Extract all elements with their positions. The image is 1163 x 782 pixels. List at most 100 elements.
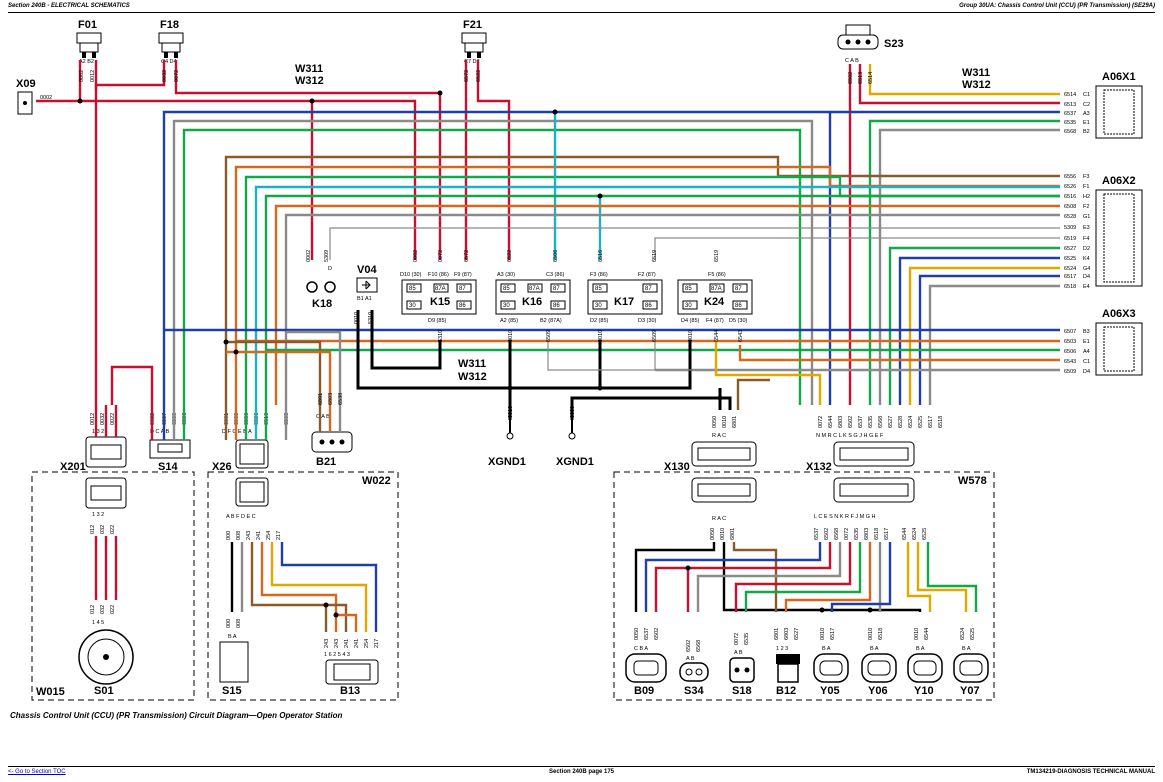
svg-text:87A: 87A (435, 286, 446, 292)
xgnd1-b-label: XGND1 (556, 456, 594, 468)
svg-text:6537: 6537 (644, 628, 650, 640)
svg-text:F3: F3 (1083, 174, 1089, 180)
svg-text:022: 022 (110, 525, 116, 534)
svg-text:0010: 0010 (914, 628, 920, 640)
svg-text:6525: 6525 (918, 416, 924, 428)
svg-text:C3 (86): C3 (86) (546, 272, 565, 278)
svg-text:6803: 6803 (838, 416, 844, 428)
x132-label: X132 (806, 461, 832, 473)
f18-label: F18 (160, 19, 179, 31)
svg-text:6502: 6502 (686, 640, 692, 652)
k18-label: K18 (312, 298, 332, 310)
svg-text:6803: 6803 (328, 393, 334, 405)
svg-text:0010: 0010 (354, 312, 360, 324)
svg-text:1 2 3: 1 2 3 (776, 646, 788, 652)
svg-text:D2: D2 (1083, 246, 1090, 252)
svg-text:0010: 0010 (508, 330, 514, 342)
svg-text:A4: A4 (1083, 349, 1090, 355)
page-header-right: Group 30UA: Chassis Control Unit (CCU) (… (959, 3, 1155, 9)
svg-text:85: 85 (409, 286, 416, 292)
fuse-f01: F01 A2 B2 (76, 19, 102, 65)
svg-text:0072: 0072 (174, 70, 180, 82)
svg-text:B2 (87A): B2 (87A) (540, 318, 562, 324)
svg-text:6517: 6517 (884, 528, 890, 540)
svg-text:30: 30 (685, 303, 692, 309)
svg-text:6509: 6509 (546, 330, 552, 342)
svg-text:6516: 6516 (1064, 194, 1076, 200)
svg-text:86: 86 (735, 303, 742, 309)
go-to-toc-link[interactable]: <- Go to Section TOC (8, 769, 66, 775)
svg-text:Y07: Y07 (960, 685, 980, 697)
fuse-f18: F18 C4 D4 (158, 19, 184, 65)
svg-text:6803: 6803 (864, 528, 870, 540)
svg-text:6506: 6506 (1064, 349, 1076, 355)
w578-contents: R A C L C E S N K R F J M G H 0050 0010 … (625, 477, 989, 697)
svg-text:0002: 0002 (79, 70, 85, 82)
s23-label: S23 (884, 38, 904, 50)
svg-text:1 3 2: 1 3 2 (92, 512, 104, 518)
xgnd1-a-label: XGND1 (488, 456, 526, 468)
svg-text:6519: 6519 (714, 250, 720, 262)
svg-text:87: 87 (645, 286, 652, 292)
svg-text:000: 000 (226, 531, 232, 540)
svg-text:86: 86 (459, 303, 466, 309)
svg-text:E1: E1 (1083, 339, 1090, 345)
f21-label: F21 (463, 19, 482, 31)
svg-text:D10 (30): D10 (30) (400, 272, 422, 278)
svg-text:D3 (30): D3 (30) (638, 318, 657, 324)
valve-y06: 0010 6518 B A Y06 (861, 628, 897, 697)
junction-dots (77, 90, 873, 618)
svg-text:85: 85 (503, 286, 510, 292)
valve-y05: 0010 6517 B A Y05 (813, 628, 849, 697)
top-wire-numbers: 0002 0012 0032 0072 6572 6522 6502 6513 … (79, 70, 874, 84)
sensor-b12: 6801 6803 6527 1 2 3 B12 (774, 628, 800, 697)
svg-text:N M R C L K S G J H G E F: N M R C L K S G J H G E F (816, 433, 884, 439)
svg-text:6518: 6518 (878, 628, 884, 640)
harness-box-w022 (207, 471, 399, 701)
svg-text:6513: 6513 (1064, 102, 1076, 108)
svg-text:A3: A3 (1083, 111, 1090, 117)
svg-text:1 3 2: 1 3 2 (92, 429, 104, 435)
svg-text:032: 032 (100, 525, 106, 534)
svg-text:008: 008 (236, 531, 242, 540)
svg-text:A2 (85): A2 (85) (500, 318, 518, 324)
harness-label-w312-mid: W312 (458, 371, 487, 383)
svg-text:6527: 6527 (888, 416, 894, 428)
svg-text:6503: 6503 (1064, 339, 1076, 345)
svg-text:F2 (87): F2 (87) (638, 272, 656, 278)
svg-text:243: 243 (334, 639, 340, 648)
svg-text:87: 87 (553, 286, 560, 292)
svg-text:0022: 0022 (110, 413, 116, 425)
svg-text:217: 217 (276, 531, 282, 540)
svg-text:87: 87 (459, 286, 466, 292)
svg-text:6544: 6544 (828, 416, 834, 428)
svg-text:R A C: R A C (712, 433, 726, 439)
svg-text:D: D (328, 266, 332, 272)
svg-text:243: 243 (246, 531, 252, 540)
svg-text:6502: 6502 (654, 628, 660, 640)
svg-text:6526: 6526 (1064, 184, 1076, 190)
v04-label: V04 (357, 264, 377, 276)
harness-label-w311-mid: W311 (458, 358, 486, 370)
svg-text:D4: D4 (1083, 369, 1090, 375)
connector-stubs (94, 405, 342, 440)
svg-text:6535: 6535 (854, 528, 860, 540)
svg-text:6543: 6543 (738, 330, 744, 342)
svg-text:85: 85 (685, 286, 692, 292)
svg-text:6516: 6516 (598, 250, 604, 262)
svg-text:B3: B3 (1083, 329, 1090, 335)
connector-x26: 6801 6803 6556 6526 6516 6503 D F C E B … (212, 413, 290, 473)
svg-text:F5 (86): F5 (86) (708, 272, 726, 278)
footer-divider (8, 766, 1155, 767)
svg-text:6509: 6509 (1064, 369, 1076, 375)
svg-text:86: 86 (553, 303, 560, 309)
w022-label: W022 (362, 475, 391, 487)
ground-xgnd1-a: 0010 XGND1 (488, 406, 526, 468)
svg-text:6543: 6543 (1064, 359, 1076, 365)
svg-text:F9 (87): F9 (87) (454, 272, 472, 278)
svg-text:6507: 6507 (1064, 329, 1076, 335)
svg-text:6514: 6514 (868, 72, 874, 84)
